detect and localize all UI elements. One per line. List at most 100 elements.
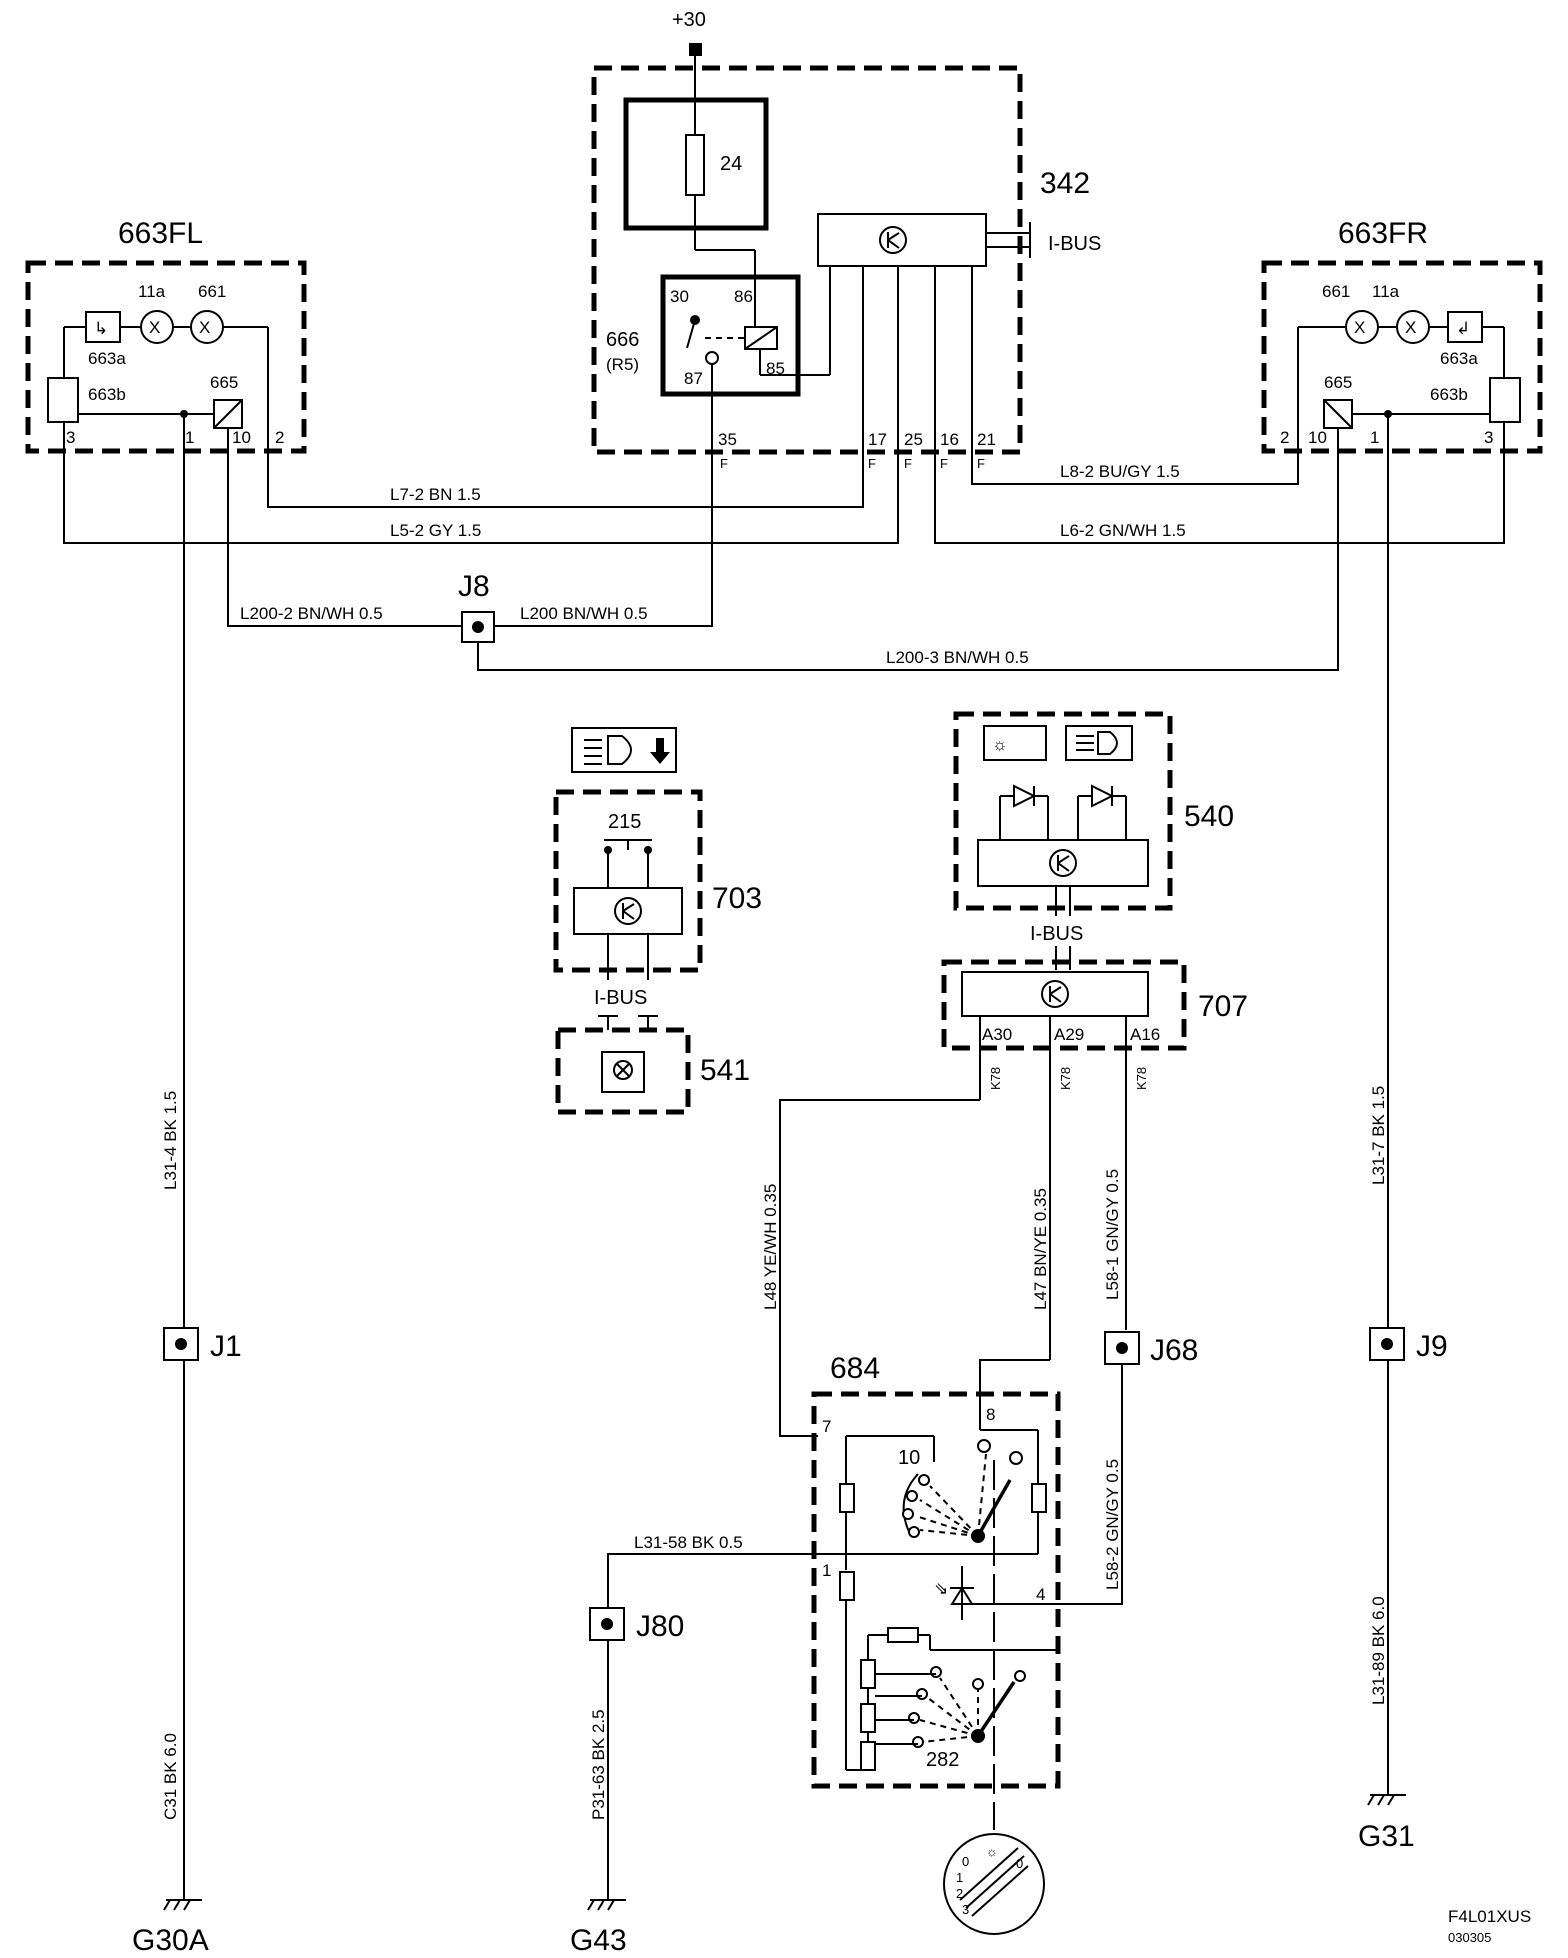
headlamp-left-outline — [25, 260, 307, 454]
svg-text:↲: ↲ — [1456, 319, 1470, 338]
fuse-24-box — [623, 97, 769, 231]
svg-text:(R5): (R5) — [606, 355, 639, 374]
svg-text:⇘: ⇘ — [934, 1579, 948, 1598]
module-707-outline — [941, 959, 1187, 1051]
svg-text:661: 661 — [198, 282, 226, 301]
switch-703-outline — [553, 789, 703, 973]
resistor-684-top — [839, 1483, 855, 1513]
power-terminal — [689, 43, 702, 56]
module-342: 342 24 30 86 87 85 666 (R5) I-BUS — [591, 65, 1101, 471]
svg-text:I-BUS: I-BUS — [1030, 923, 1083, 945]
wire-l6-2: L6-2 GN/WH 1.5 — [1060, 521, 1186, 540]
svg-text:F: F — [940, 456, 948, 471]
wire-l31-4: L31-4 BK 1.5 — [161, 1091, 180, 1190]
svg-text:1: 1 — [185, 428, 194, 447]
headlamp-right-outline — [1261, 260, 1543, 454]
svg-text:↳: ↳ — [94, 319, 108, 338]
ground-g43-label: G43 — [570, 1924, 627, 1957]
sensor-663b-right — [1489, 377, 1521, 423]
fuse-24-label: 24 — [720, 153, 742, 175]
power-label: +30 — [672, 9, 706, 31]
svg-text:K78: K78 — [1058, 1067, 1073, 1090]
svg-text:I-BUS: I-BUS — [594, 987, 647, 1009]
light-switch-knob[interactable]: 0 1 2 3 ☼ 0 — [943, 1833, 1045, 1935]
knob-parking-icon: ☼ — [986, 1844, 998, 1859]
module-541: 541 — [555, 1027, 750, 1115]
footer: F4L01XUS 030305 — [1448, 1907, 1531, 1945]
wire-l8-2: L8-2 BU/GY 1.5 — [1060, 462, 1180, 481]
light-switch-684-label: 684 — [830, 1352, 880, 1385]
svg-text:10: 10 — [232, 428, 251, 447]
relay-666-label: 666 — [606, 329, 639, 351]
wire-l31-58: L31-58 BK 0.5 — [634, 1533, 743, 1552]
svg-text:25: 25 — [904, 430, 923, 449]
junction-j8-label: J8 — [458, 570, 490, 603]
wire-l48: L48 YE/WH 0.35 — [761, 1184, 780, 1310]
switch-703: 215 703 I-BUS — [553, 727, 762, 1030]
svg-text:661: 661 — [1322, 282, 1350, 301]
junction-j1-label: J1 — [210, 1330, 242, 1363]
svg-text:2: 2 — [1280, 428, 1289, 447]
svg-text:A29: A29 — [1054, 1025, 1084, 1044]
switch-703-label: 703 — [712, 882, 762, 915]
drawing-code: F4L01XUS — [1448, 1907, 1531, 1926]
svg-text:X: X — [1405, 318, 1416, 337]
svg-text:663b: 663b — [1430, 385, 1468, 404]
svg-text:F: F — [904, 456, 912, 471]
svg-text:11a: 11a — [138, 282, 166, 301]
light-switch-684: 684 7 8 10 1 4 282 — [811, 1352, 1061, 1830]
svg-text:21: 21 — [977, 430, 996, 449]
module-707-label: 707 — [1198, 990, 1248, 1023]
wire-l58-1: L58-1 GN/GY 0.5 — [1103, 1169, 1122, 1300]
ground-g30a-label: G30A — [132, 1924, 209, 1957]
wire-l7-2: L7-2 BN 1.5 — [390, 485, 481, 504]
svg-text:7: 7 — [822, 1417, 831, 1436]
resistor-684-3 — [860, 1741, 876, 1771]
module-707: 707 A30 A29 A16 K78 K78 K78 — [941, 959, 1248, 1360]
svg-text:X: X — [199, 318, 210, 337]
wire-p31-63: P31-63 BK 2.5 — [589, 1709, 608, 1820]
junction-j1 — [163, 1327, 199, 1361]
svg-text:3: 3 — [1484, 428, 1493, 447]
wire-l200-3: L200-3 BN/WH 0.5 — [886, 648, 1029, 667]
module-541-outline — [555, 1027, 691, 1115]
wire-l200-2: L200-2 BN/WH 0.5 — [240, 604, 383, 623]
svg-text:3: 3 — [962, 1902, 969, 1917]
svg-text:A16: A16 — [1130, 1025, 1160, 1044]
ground-left: L31-4 BK 1.5 J1 C31 BK 6.0 G30A — [132, 414, 242, 1957]
svg-text:87: 87 — [684, 369, 703, 388]
svg-text:17: 17 — [868, 430, 887, 449]
svg-text:30: 30 — [670, 287, 689, 306]
headlamp-right: 663FR 661 11a X X ↲ 663a 665 663b 2 10 1… — [1261, 217, 1543, 454]
power-supply: +30 — [672, 9, 706, 250]
wire-l31-7: L31-7 BK 1.5 — [1369, 1086, 1388, 1185]
svg-text:F: F — [977, 456, 985, 471]
svg-text:35: 35 — [718, 430, 737, 449]
display-540: ☼ 540 I-BUS — [953, 711, 1234, 970]
motor-663a-left — [85, 311, 121, 343]
svg-text:X: X — [149, 318, 160, 337]
ground-g31-label: G31 — [1358, 1820, 1415, 1853]
headlamp-left: 663FL 11a 661 ↳ X X 663a 663b 665 3 1 10… — [25, 217, 307, 454]
svg-text:☼: ☼ — [992, 735, 1008, 754]
svg-text:282: 282 — [926, 1749, 959, 1771]
svg-text:K78: K78 — [988, 1067, 1003, 1090]
sensor-663b-left — [47, 377, 79, 423]
module-541-label: 541 — [700, 1054, 750, 1087]
svg-text:663a: 663a — [88, 349, 126, 368]
svg-text:3: 3 — [66, 428, 75, 447]
resistor-684-2 — [860, 1703, 876, 1733]
svg-text:K78: K78 — [1134, 1067, 1149, 1090]
svg-text:1: 1 — [822, 1561, 831, 1580]
display-540-label: 540 — [1184, 800, 1234, 833]
svg-text:10: 10 — [898, 1447, 920, 1469]
harness-wires: L7-2 BN 1.5 L5-2 GY 1.5 L8-2 BU/GY 1.5 L… — [63, 422, 1505, 671]
parking-light-icon — [983, 725, 1047, 761]
svg-text:86: 86 — [734, 287, 753, 306]
drawing-date: 030305 — [1448, 1930, 1491, 1945]
svg-text:8: 8 — [986, 1405, 995, 1424]
svg-text:11a: 11a — [1372, 282, 1400, 301]
svg-text:663a: 663a — [1440, 349, 1478, 368]
module-342-label: 342 — [1040, 167, 1090, 200]
display-540-outline — [953, 711, 1173, 911]
